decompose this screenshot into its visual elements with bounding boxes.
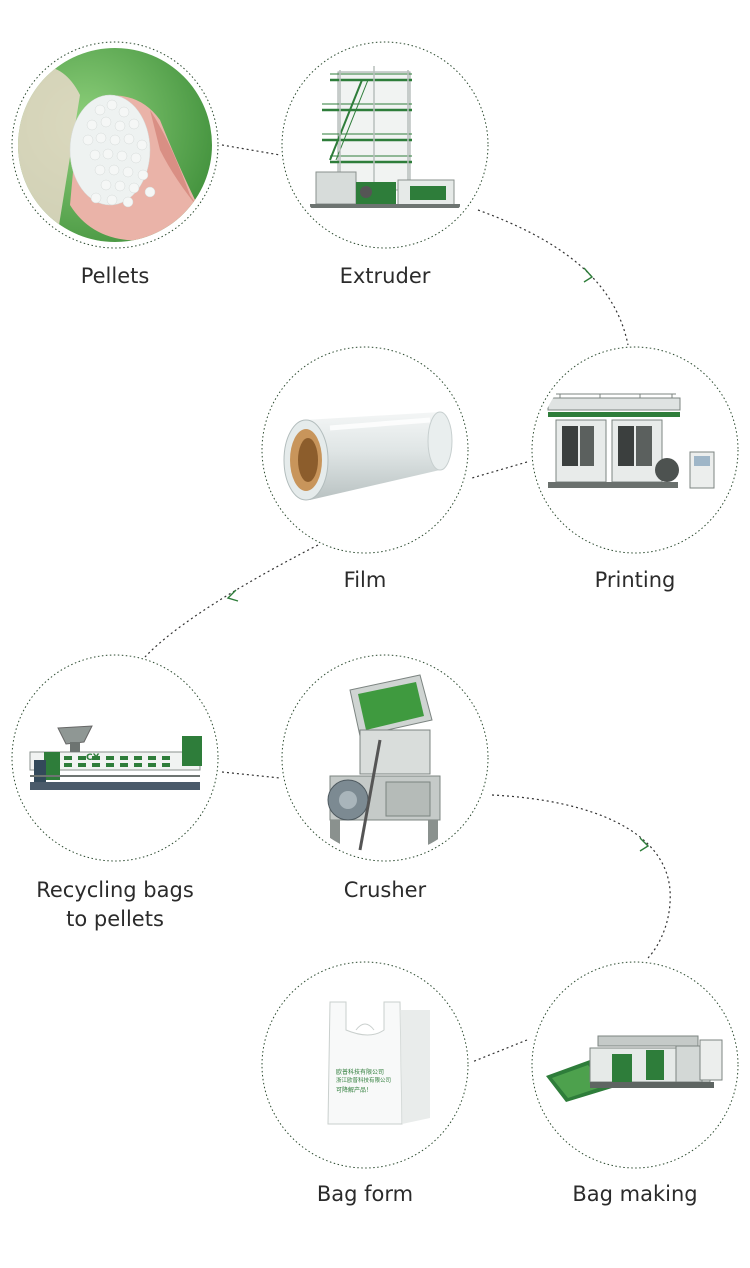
label-printing: Printing <box>594 568 676 592</box>
node-recycling: CX <box>11 654 219 862</box>
label-crusher: Crusher <box>343 878 427 902</box>
bag-print-line3: 可降解产品！ <box>336 1086 372 1094</box>
printing-image <box>538 353 732 547</box>
connectors <box>144 144 671 1063</box>
connector-pellets-extruder <box>221 144 281 156</box>
node-extruder <box>281 41 489 249</box>
node-bag-making <box>531 961 739 1169</box>
label-bag-making: Bag making <box>572 1182 698 1206</box>
film-image <box>268 353 462 547</box>
label-pellets: Pellets <box>80 264 150 288</box>
connector-crusher-bagmaking <box>491 794 671 959</box>
connector-bagmaking-bagform <box>471 1039 528 1063</box>
bag-print-line2: 浙江欧普科技有限公司 <box>336 1076 391 1084</box>
recycling-image <box>18 661 212 855</box>
bag-making-image <box>538 968 732 1162</box>
node-film <box>261 346 469 554</box>
extruder-image <box>288 48 482 242</box>
arrow-crusher-bagmaking <box>639 837 650 852</box>
bag-print-line1: 欧普科技有限公司 <box>336 1068 384 1076</box>
connector-film-recycling <box>144 544 319 658</box>
arrow-extruder-printing <box>583 267 594 283</box>
node-printing <box>531 346 739 554</box>
arrow-heads <box>226 267 650 852</box>
label-bag-form: Bag form <box>316 1182 414 1206</box>
connector-extruder-printing <box>477 209 629 346</box>
label-film: Film <box>343 568 387 592</box>
label-extruder: Extruder <box>339 264 431 288</box>
arrow-film-recycling <box>226 589 239 602</box>
label-recycling: Recycling bags to pellets <box>36 878 194 931</box>
node-pellets <box>11 41 219 249</box>
bag-form-image <box>268 968 462 1162</box>
recycling-brand-mark: CX <box>86 753 100 763</box>
crusher-image <box>288 661 482 855</box>
connector-recycling-crusher <box>221 771 281 779</box>
node-crusher <box>281 654 489 862</box>
connector-printing-film <box>471 461 528 479</box>
node-bag-form: 欧普科技有限公司 浙江欧普科技有限公司 可降解产品！ <box>261 961 469 1169</box>
pellets-image <box>18 48 212 242</box>
